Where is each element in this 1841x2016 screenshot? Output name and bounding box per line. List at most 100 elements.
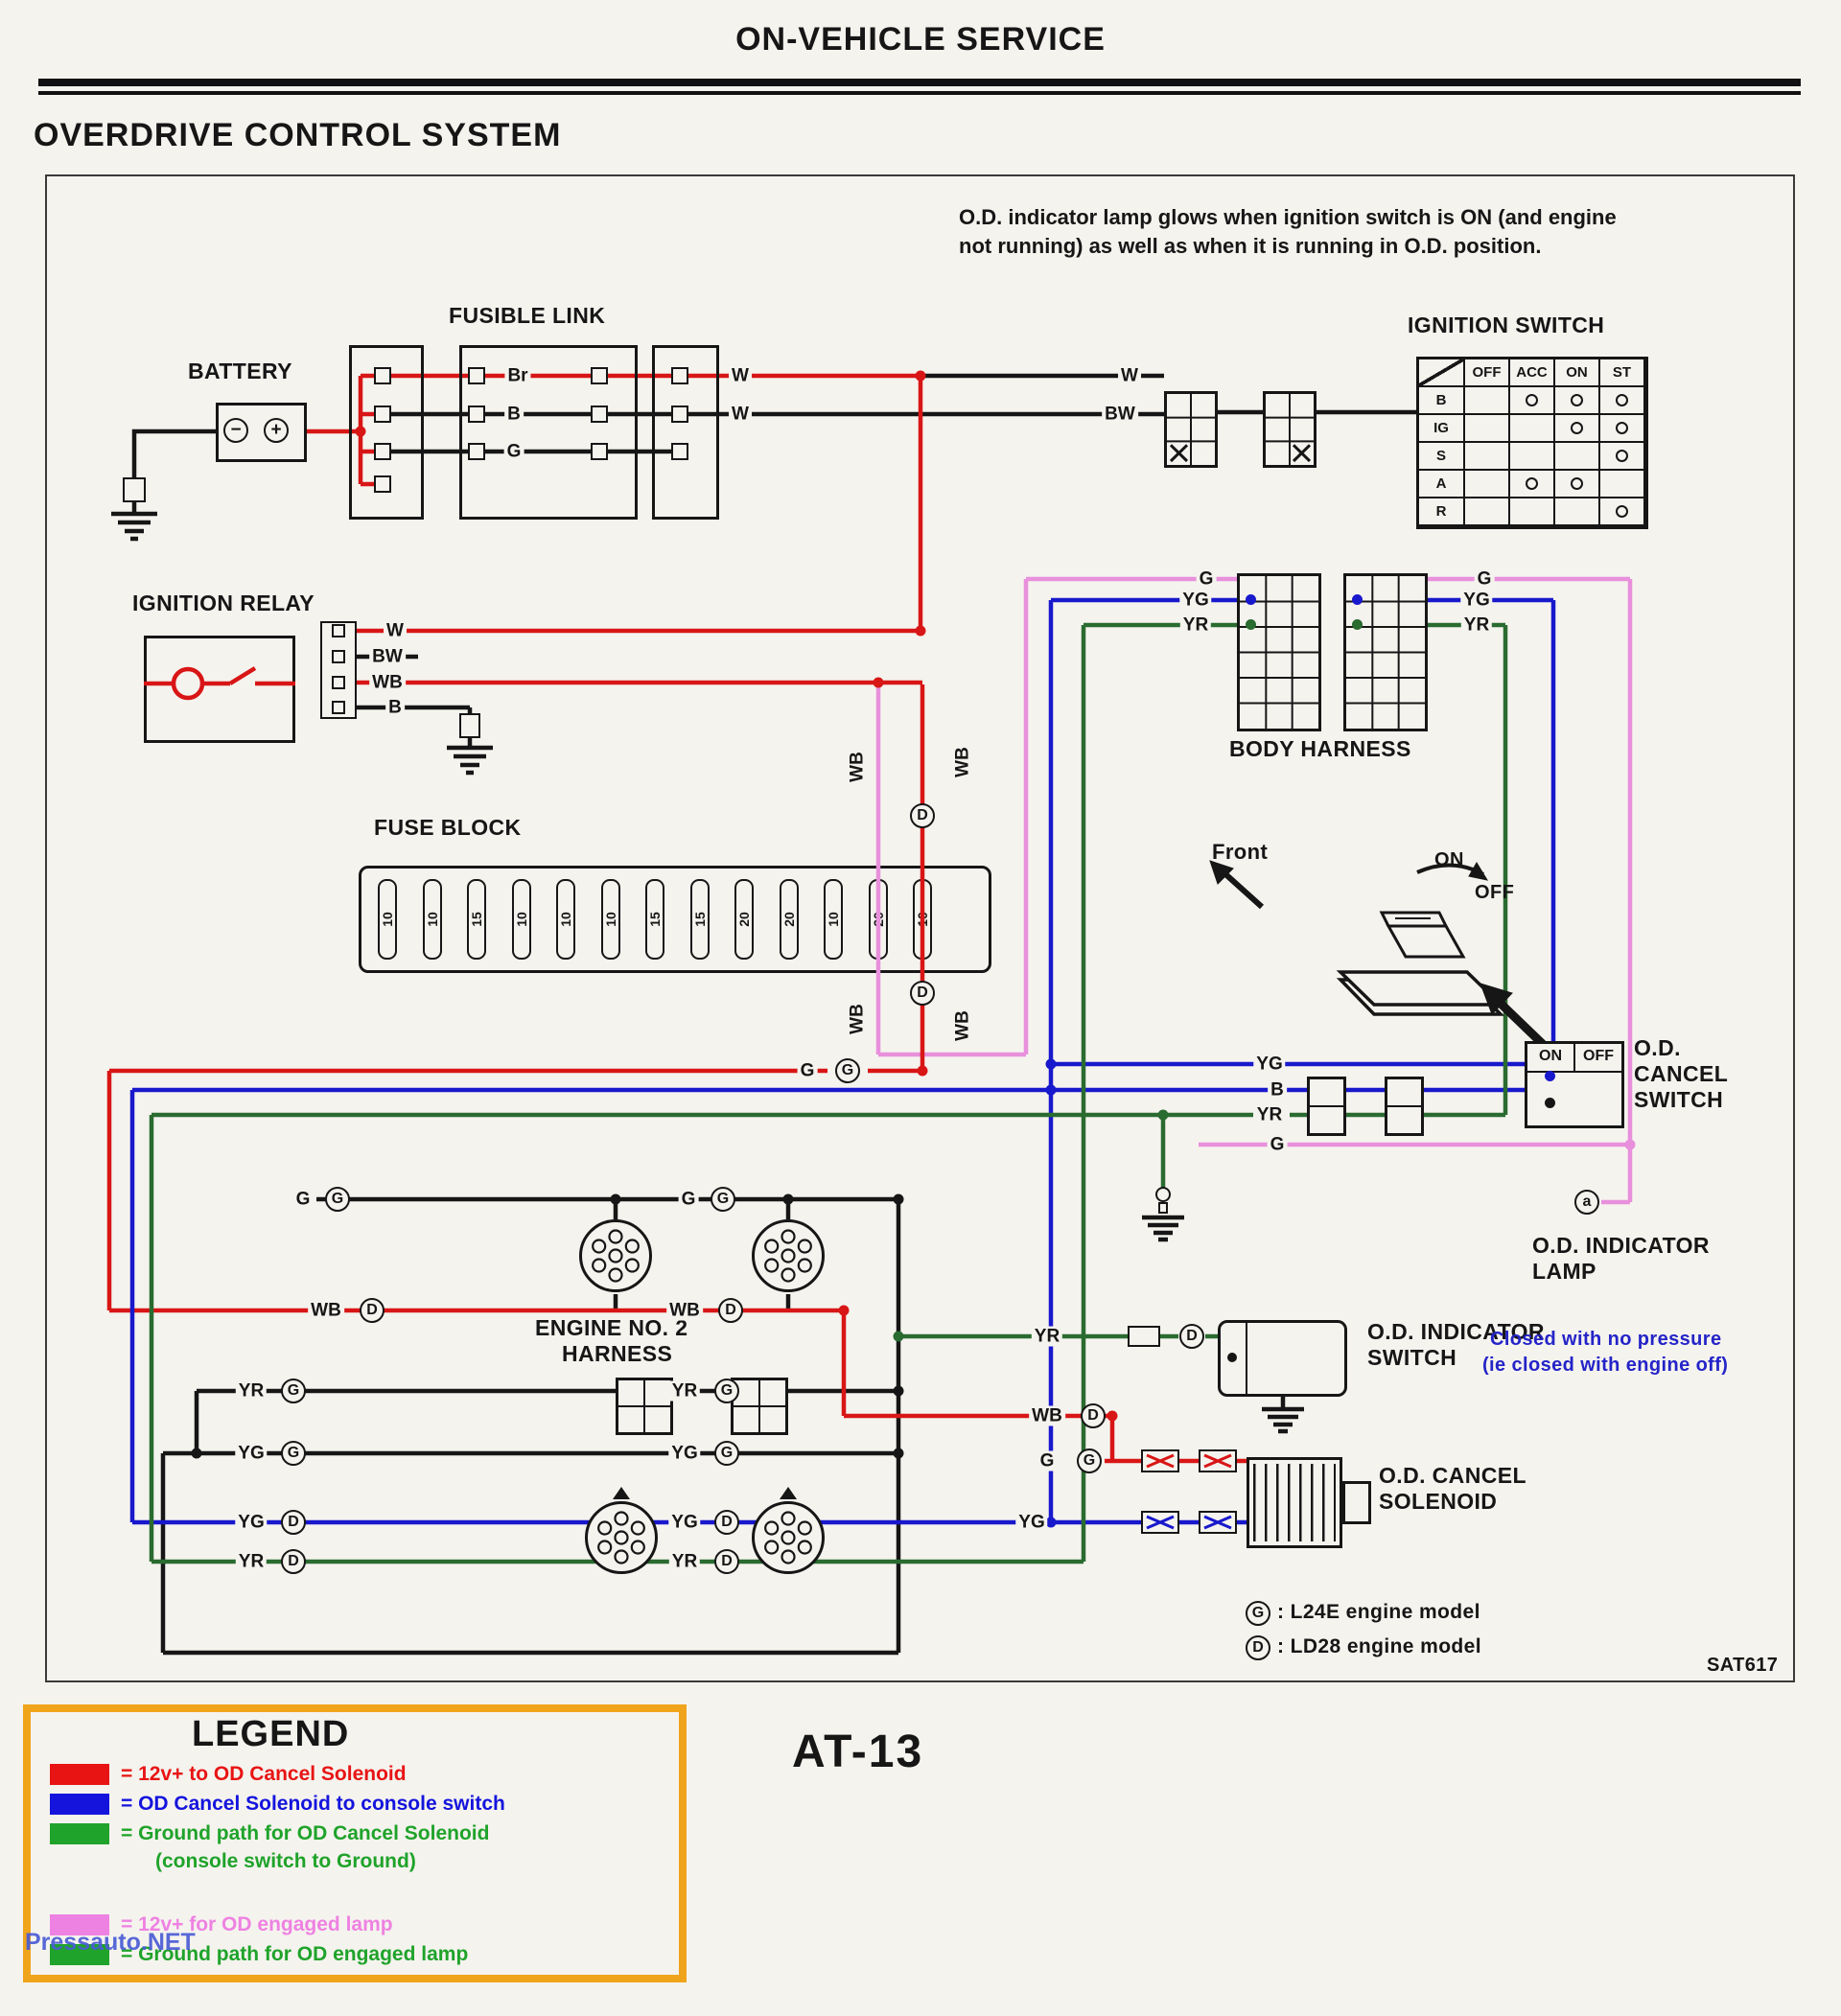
fusible-link-box (459, 345, 638, 520)
row-label: S (1419, 443, 1465, 471)
harness-connector-grid-1 (1164, 391, 1218, 468)
contact-circle (1616, 394, 1628, 406)
circled-terminal-label: G (281, 1379, 306, 1403)
fuse-rating: 15 (691, 912, 708, 927)
wire-color-label: YG (235, 1512, 268, 1533)
fuse-rating: 10 (825, 912, 841, 927)
circled-terminal-label: G (714, 1379, 739, 1403)
wire-color-label: B (1268, 1079, 1287, 1101)
page-number: AT-13 (792, 1726, 924, 1777)
solenoid-coil-hatch (1253, 1464, 1336, 1541)
legend-item: = Ground path for OD Cancel Solenoid (50, 1822, 489, 1845)
switch-position-cell (1510, 387, 1555, 415)
relay-terminal-square (332, 701, 345, 714)
engine-harness-round-connector-3 (583, 1499, 660, 1576)
diagram-frame (45, 174, 1795, 1682)
contact-circle (1616, 450, 1628, 462)
wire-color-label: YG (1179, 590, 1212, 611)
fuse-rating: 20 (735, 912, 752, 927)
terminal-square (468, 367, 485, 384)
indicator-switch-connector (1128, 1326, 1160, 1347)
od-cancel-switch-box: ON OFF (1525, 1041, 1624, 1128)
fuse: 10 (422, 879, 442, 960)
od-cancel-switch-label-1: O.D. (1634, 1035, 1681, 1060)
wire-color-label: G (1037, 1450, 1058, 1471)
harness-connector-grid-2 (1263, 391, 1317, 468)
fuse: 10 (913, 879, 932, 960)
wire-color-label: WB (847, 1002, 868, 1036)
switch-position-cell (1510, 471, 1555, 498)
wire-color-label: YR (1179, 614, 1212, 636)
connector-notch-2 (780, 1487, 797, 1499)
terminal-square (374, 406, 391, 423)
console-ground-bolt (1155, 1187, 1171, 1202)
wire-color-label: G (797, 1060, 818, 1081)
wire-color-label: WB (847, 750, 868, 784)
switch-position-cell (1555, 498, 1600, 526)
connector-notch-1 (613, 1487, 630, 1499)
switch-position-cell (1600, 443, 1645, 471)
console-connector-1 (1307, 1077, 1346, 1136)
engine-harness-label-1: ENGINE NO. 2 (535, 1315, 688, 1340)
switch-position-cell (1465, 498, 1510, 526)
switch-position-cell (1465, 443, 1510, 471)
switch-position-cell (1600, 387, 1645, 415)
header-rule-thick (38, 79, 1801, 86)
terminal-square (468, 443, 485, 460)
section-title: OVERDRIVE CONTROL SYSTEM (34, 117, 562, 153)
wire-color-label: W (384, 620, 407, 641)
column-header: OFF (1465, 359, 1510, 387)
contact-circle (1571, 394, 1583, 406)
wire-color-label: YG (668, 1512, 701, 1533)
solenoid-connector-red-1 (1141, 1449, 1179, 1472)
fuse-rating: 10 (379, 912, 395, 927)
switch-position-cell (1510, 443, 1555, 471)
contact-circle (1616, 505, 1628, 518)
wire-color-label: WB (952, 745, 973, 779)
fuse: 10 (824, 879, 843, 960)
legend-item-subtext: (console switch to Ground) (155, 1850, 416, 1872)
terminal-square (374, 475, 391, 493)
engine-model-note-d: : LD28 engine model (1277, 1635, 1481, 1657)
harness-pin-blue-1 (1246, 594, 1256, 605)
indicator-switch-terminal (1227, 1353, 1237, 1362)
switch-off-label: OFF (1475, 882, 1515, 903)
switch-position-cell (1600, 471, 1645, 498)
fuse-rating: 15 (468, 912, 484, 927)
switch-position-cell (1555, 415, 1600, 443)
od-cancel-solenoid-label-2: SOLENOID (1379, 1489, 1498, 1514)
wire-color-label: G (1196, 568, 1217, 590)
note-line-1: O.D. indicator lamp glows when ignition … (959, 205, 1617, 229)
page-title: ON-VEHICLE SERVICE (735, 21, 1106, 58)
contact-circle (1571, 477, 1583, 490)
engine-harness-label-2: HARNESS (562, 1341, 673, 1366)
wire-color-label: WB (666, 1300, 703, 1321)
fuse: 10 (556, 879, 575, 960)
od-cancel-solenoid-label-1: O.D. CANCEL (1379, 1463, 1526, 1488)
engine-harness-round-connector-1 (577, 1217, 654, 1294)
console-connector-2 (1385, 1077, 1424, 1136)
wire-color-label: YG (235, 1443, 268, 1464)
fuse: 20 (779, 879, 799, 960)
wire-color-label: YR (1253, 1104, 1286, 1125)
terminal-square (671, 443, 688, 460)
legend-box: LEGEND = 12v+ to OD Cancel Solenoid= OD … (23, 1704, 687, 1982)
header-rule-thin (38, 91, 1801, 95)
closed-note-line-2: (ie closed with engine off) (1482, 1355, 1729, 1376)
fuse: 20 (868, 879, 888, 960)
row-label: B (1419, 387, 1465, 415)
wire-color-label: YG (1253, 1054, 1286, 1075)
wire-color-label: W (729, 365, 752, 386)
wire-color-label: Br (504, 365, 531, 386)
battery-minus-terminal: − (223, 418, 248, 443)
wire-color-label: G (292, 1189, 314, 1210)
circled-terminal-label: G (1246, 1601, 1270, 1626)
fuse-block-box (359, 866, 991, 973)
circled-terminal-label: G (714, 1441, 739, 1466)
terminal-square (468, 406, 485, 423)
legend-color-swatch (50, 1823, 109, 1844)
fuse-rating: 15 (646, 912, 663, 927)
switch-position-cell (1555, 387, 1600, 415)
circled-terminal-label: G (1077, 1448, 1102, 1473)
